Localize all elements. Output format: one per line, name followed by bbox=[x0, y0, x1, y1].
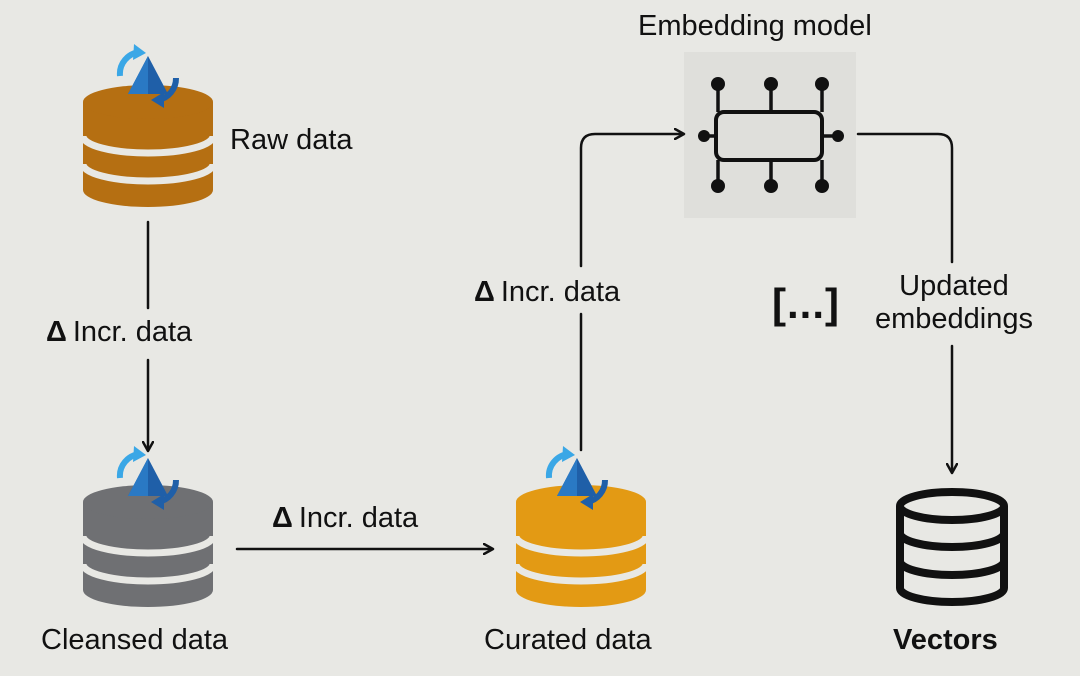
updated-embeddings-line1: Updated bbox=[899, 270, 1009, 302]
neural-network-icon bbox=[684, 52, 856, 218]
delta-symbol: Δ bbox=[272, 502, 293, 534]
refresh-triangle-icon bbox=[545, 446, 609, 510]
delta-symbol: Δ bbox=[46, 316, 67, 348]
curated-data-label: Curated data bbox=[484, 624, 652, 656]
cleansed-data-label: Cleansed data bbox=[41, 624, 229, 656]
embedding-brackets-icon: [...] bbox=[772, 280, 840, 327]
refresh-triangle-icon bbox=[116, 44, 180, 108]
edge-label-text: Incr. data bbox=[500, 276, 621, 308]
refresh-triangle-icon bbox=[116, 446, 180, 510]
updated-embeddings-label: Updated embeddings bbox=[862, 270, 1046, 337]
delta-symbol: Δ bbox=[474, 276, 495, 308]
edge-curated-to-model-top bbox=[579, 134, 683, 268]
raw-data-label: Raw data bbox=[230, 124, 353, 156]
edge-label-text: Incr. data bbox=[72, 316, 193, 348]
edge-label-text: Incr. data bbox=[298, 502, 419, 534]
edge-model-to-vectors-top bbox=[856, 132, 954, 264]
embedding-model-label: Embedding model bbox=[638, 10, 872, 42]
updated-embeddings-line2: embeddings bbox=[875, 303, 1033, 336]
raw-database-icon bbox=[79, 85, 217, 207]
cleansed-database-icon bbox=[79, 485, 217, 607]
curated-database-icon bbox=[512, 485, 650, 607]
vectors-label: Vectors bbox=[893, 624, 998, 656]
vectors-database-icon bbox=[896, 488, 1008, 606]
